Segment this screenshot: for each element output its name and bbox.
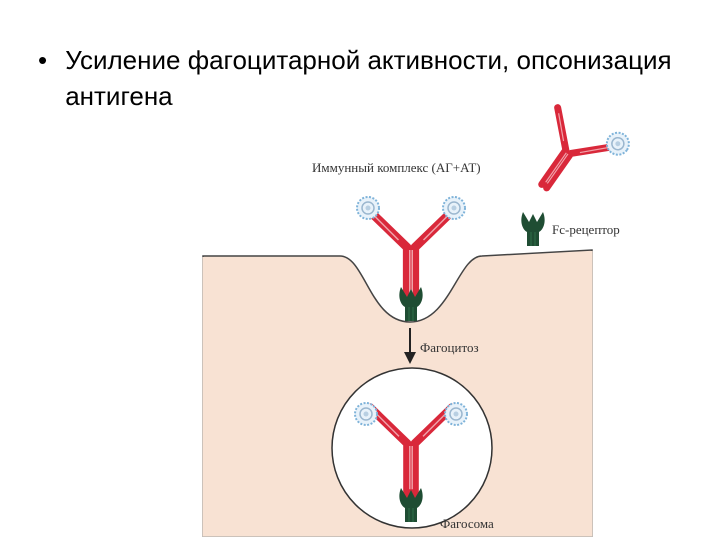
phagocytosis-arrow xyxy=(404,328,416,364)
antigen-icon xyxy=(601,127,635,161)
label-fc-receptor: Fc-рецептор xyxy=(552,222,620,237)
bullet-symbol: • xyxy=(38,45,48,75)
label-phagosome: Фагосома xyxy=(440,516,494,531)
antigen-icon xyxy=(444,402,468,426)
fc-receptor-icon xyxy=(398,286,424,322)
bullet-text: Усиление фагоцитарной активности, опсони… xyxy=(65,45,672,111)
slide-text: • Усиление фагоцитарной активности, опсо… xyxy=(38,42,678,114)
label-phagocytosis: Фагоцитоз xyxy=(420,340,479,355)
free-immune-complex xyxy=(516,95,635,214)
bullet-item: • Усиление фагоцитарной активности, опсо… xyxy=(38,42,678,114)
antigen-icon xyxy=(354,402,378,426)
antigen-icon xyxy=(442,196,466,220)
antigen-icon xyxy=(356,196,380,220)
fc-receptor-icon xyxy=(520,211,546,247)
label-immune-complex: Иммунный комплекс (АГ+АТ) xyxy=(312,160,481,175)
